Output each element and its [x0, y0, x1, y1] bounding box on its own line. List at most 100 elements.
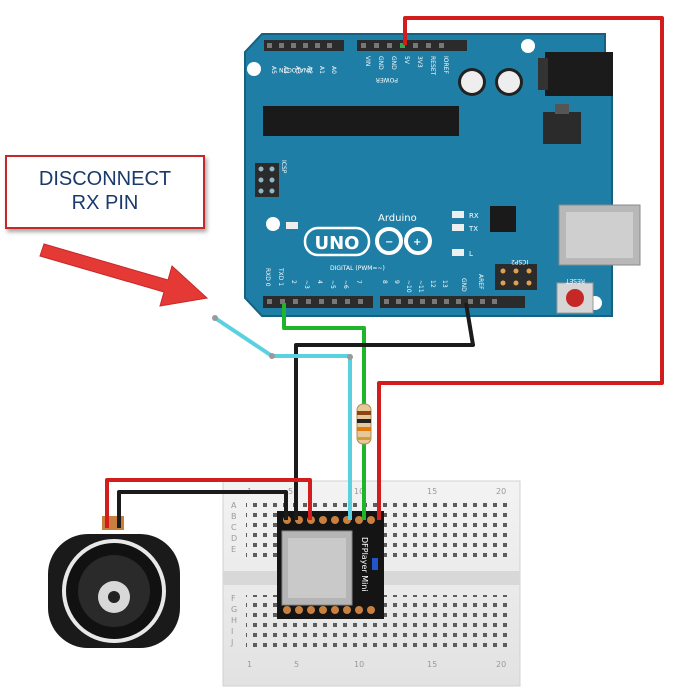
- arrow-icon: [39, 243, 209, 307]
- pin-label: A1: [318, 66, 325, 74]
- pin-label: 4: [316, 280, 323, 284]
- svg-text:10: 10: [354, 660, 364, 669]
- svg-text:A: A: [231, 501, 237, 510]
- on-led: [286, 222, 298, 229]
- pin-label: ~10: [405, 280, 412, 293]
- status-led: [372, 558, 378, 570]
- pin-label: RESET: [429, 56, 436, 76]
- l-led: [452, 249, 464, 256]
- analog-pin-labels: A5 A4 A3 A2 A1 A0: [270, 66, 337, 74]
- wire-green: [282, 303, 366, 404]
- power-header: [357, 40, 467, 51]
- analog-in-label: ANALOG IN: [279, 66, 312, 73]
- pin-label: ~6: [342, 280, 349, 289]
- digital-pin-labels-left: RXD 0 TXD 1 2 ~3 4 ~5 ~6 7: [264, 267, 362, 289]
- pin-label: GND: [460, 278, 467, 292]
- dc-power-jack: [545, 52, 613, 96]
- wire-black-gnd: [294, 302, 475, 520]
- pin-label: GND: [390, 56, 397, 70]
- pin-label: 8: [381, 280, 388, 284]
- pin-label: ~3: [303, 280, 310, 289]
- svg-text:F: F: [231, 594, 236, 603]
- svg-text:+: +: [413, 237, 421, 248]
- pin-label: TXD 1: [277, 267, 284, 286]
- svg-text:C: C: [231, 523, 237, 532]
- voltage-regulator: [543, 112, 581, 144]
- arduino-logo: UNO − + Arduino: [303, 213, 432, 257]
- tx-label: TX: [468, 225, 478, 233]
- pin-label: A3: [294, 66, 301, 74]
- digital-pin-labels-right: 8 9 ~10 ~11 12 13 GND AREF: [381, 274, 484, 293]
- dfplayer-label: DFPlayer Mini: [360, 537, 369, 592]
- svg-text:I: I: [231, 627, 233, 636]
- svg-text:G: G: [231, 605, 237, 614]
- icsp2-header: [495, 264, 537, 290]
- pin-label: VIN: [364, 56, 371, 66]
- svg-text:D: D: [231, 534, 237, 543]
- pin-label: AREF: [477, 274, 484, 290]
- power-pin-labels: VIN GND GND 5V 3V3 RESET IOREF: [364, 56, 449, 76]
- svg-text:1: 1: [247, 660, 252, 669]
- svg-text:15: 15: [427, 487, 437, 496]
- pin-label: A5: [270, 66, 277, 74]
- svg-text:5: 5: [288, 487, 293, 496]
- svg-text:20: 20: [496, 487, 506, 496]
- rx-led: [452, 211, 464, 218]
- usb-chip: [490, 206, 516, 232]
- pin-label: A0: [330, 66, 337, 74]
- svg-text:5: 5: [294, 660, 299, 669]
- pin-label: 13: [441, 280, 448, 288]
- pin-label: A4: [282, 66, 289, 74]
- power-label: POWER: [376, 76, 398, 83]
- pin-label: ~11: [417, 280, 424, 293]
- pin-label: 9: [393, 280, 400, 284]
- pin-label: 12: [429, 280, 436, 288]
- pin-label: 2: [290, 280, 297, 284]
- reset-label: RESET: [565, 277, 585, 284]
- dfplayer-pins-bottom: [283, 606, 375, 614]
- pin-label: GND: [377, 56, 384, 70]
- pin-label: ~5: [329, 280, 336, 289]
- tx-led: [452, 224, 464, 231]
- svg-text:10: 10: [354, 487, 364, 496]
- pin-label: IOREF: [442, 56, 449, 74]
- digital-header-right: [380, 296, 525, 308]
- l-label: L: [469, 250, 473, 258]
- svg-text:15: 15: [427, 660, 437, 669]
- svg-text:−: −: [385, 237, 393, 248]
- pin-label: 5V: [403, 56, 410, 65]
- digital-header-left: [263, 296, 373, 308]
- svg-text:J: J: [230, 638, 233, 647]
- breadboard-row-letters: A B C D E F G H I J: [230, 501, 237, 647]
- pin-label: A2: [306, 66, 313, 74]
- pin-label: RXD 0: [264, 268, 271, 287]
- svg-text:E: E: [231, 545, 236, 554]
- pin-label: 7: [355, 280, 362, 284]
- wire-red-5v: [377, 16, 664, 520]
- mount-hole: [266, 217, 280, 231]
- svg-text:H: H: [231, 616, 237, 625]
- svg-text:20: 20: [496, 660, 506, 669]
- svg-text:B: B: [231, 512, 237, 521]
- callout-line2: RX PIN: [71, 192, 139, 214]
- wire-black-speaker: [117, 490, 288, 528]
- icsp-label: ICSP: [280, 160, 287, 174]
- uno-text: UNO: [315, 233, 360, 254]
- rx-label: RX: [469, 212, 479, 220]
- mount-hole: [247, 62, 261, 76]
- wire-cyan-rx: [213, 316, 352, 520]
- microcontroller-chip: [263, 106, 459, 136]
- arduino-uno-board: A5 A4 A3 A2 A1 A0 ANALOG IN POWER VIN GN…: [244, 33, 641, 317]
- mount-hole: [521, 39, 535, 53]
- digital-label: DIGITAL (PWM=~): [330, 265, 385, 272]
- arduino-text: Arduino: [378, 213, 417, 224]
- dfplayer-mini-module: DFPlayer Mini: [277, 511, 384, 619]
- callout-line1: DISCONNECT: [38, 168, 172, 190]
- dfplayer-pins-top: [283, 516, 375, 524]
- wires: [105, 16, 664, 528]
- resistor: [356, 403, 372, 445]
- speaker: [48, 516, 180, 648]
- pin-label: 3V3: [416, 56, 423, 68]
